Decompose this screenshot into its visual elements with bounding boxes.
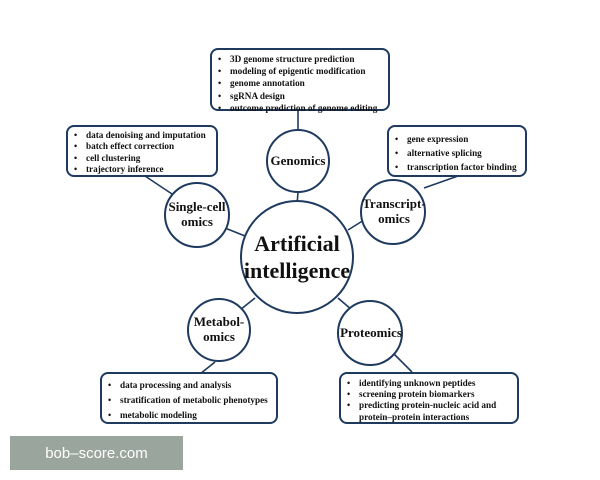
- genomics-label: Genomics: [270, 152, 326, 168]
- metabolomics-box: data processing and analysis stratificat…: [100, 372, 278, 424]
- center-label: Artificial intelligence: [241, 201, 353, 313]
- singlecell-circle: [164, 182, 230, 248]
- connector-metabolomics: [239, 297, 256, 311]
- watermark-badge: bob–score.com: [10, 436, 183, 470]
- list-item: genome annotation: [218, 77, 382, 89]
- proteomics-box: identifying unknown peptides screening p…: [339, 372, 519, 424]
- list-item: modeling of epigentic modification: [218, 65, 382, 77]
- proteomics-label: Proteomics: [340, 324, 402, 340]
- metabolomics-list: data processing and analysis stratificat…: [106, 378, 270, 423]
- genomics-circle: [266, 129, 330, 193]
- list-item: batch effect correction: [74, 141, 210, 153]
- connector-transcriptomics: [347, 219, 365, 231]
- transcriptomics-box: gene expression alternative splicing tra…: [387, 125, 527, 177]
- connector-transcriptomics-box: [423, 175, 459, 189]
- list-item: stratification of metabolic phenotypes: [108, 393, 270, 408]
- connector-singlecell-box: [144, 175, 176, 197]
- center-label-line2: intelligence: [243, 258, 351, 283]
- list-item: metabolic modeling: [108, 408, 270, 423]
- list-item: sgRNA design: [218, 90, 382, 102]
- transcriptomics-label: Transcript- omics: [362, 196, 426, 226]
- metabolomics-circle: [187, 298, 251, 362]
- list-item: gene expression: [395, 132, 519, 146]
- genomics-list: 3D genome structure prediction modeling …: [216, 53, 382, 114]
- connector-singlecell: [224, 227, 246, 237]
- connector-proteomics-box: [391, 351, 413, 373]
- list-item: transcription factor binding: [395, 160, 519, 174]
- list-item: 3D genome structure prediction: [218, 53, 382, 65]
- list-item: outcome prediction of genome editing: [218, 102, 382, 114]
- center-label-line1: Artificial: [254, 230, 340, 256]
- genomics-box: 3D genome structure prediction modeling …: [210, 48, 390, 114]
- proteomics-list: identifying unknown peptides screening p…: [345, 378, 511, 423]
- list-item: screening protein biomarkers: [347, 389, 511, 400]
- list-item: trajectory inference: [74, 164, 210, 176]
- list-item: predicting protein-nucleic acid and prot…: [347, 400, 511, 422]
- list-item: alternative splicing: [395, 146, 519, 160]
- center-circle: [240, 200, 354, 314]
- proteomics-circle: [337, 300, 403, 366]
- singlecell-list: data denoising and imputation batch effe…: [72, 130, 210, 176]
- singlecell-label: Single-cell omics: [168, 199, 226, 229]
- transcriptomics-list: gene expression alternative splicing tra…: [393, 132, 519, 174]
- transcriptomics-circle: [360, 179, 426, 245]
- list-item: data denoising and imputation: [74, 130, 210, 142]
- list-item: data processing and analysis: [108, 378, 270, 393]
- singlecell-box: data denoising and imputation batch effe…: [66, 125, 218, 177]
- list-item: identifying unknown peptides: [347, 378, 511, 389]
- list-item: cell clustering: [74, 153, 210, 165]
- metabolomics-label: Metabol- omics: [193, 314, 245, 344]
